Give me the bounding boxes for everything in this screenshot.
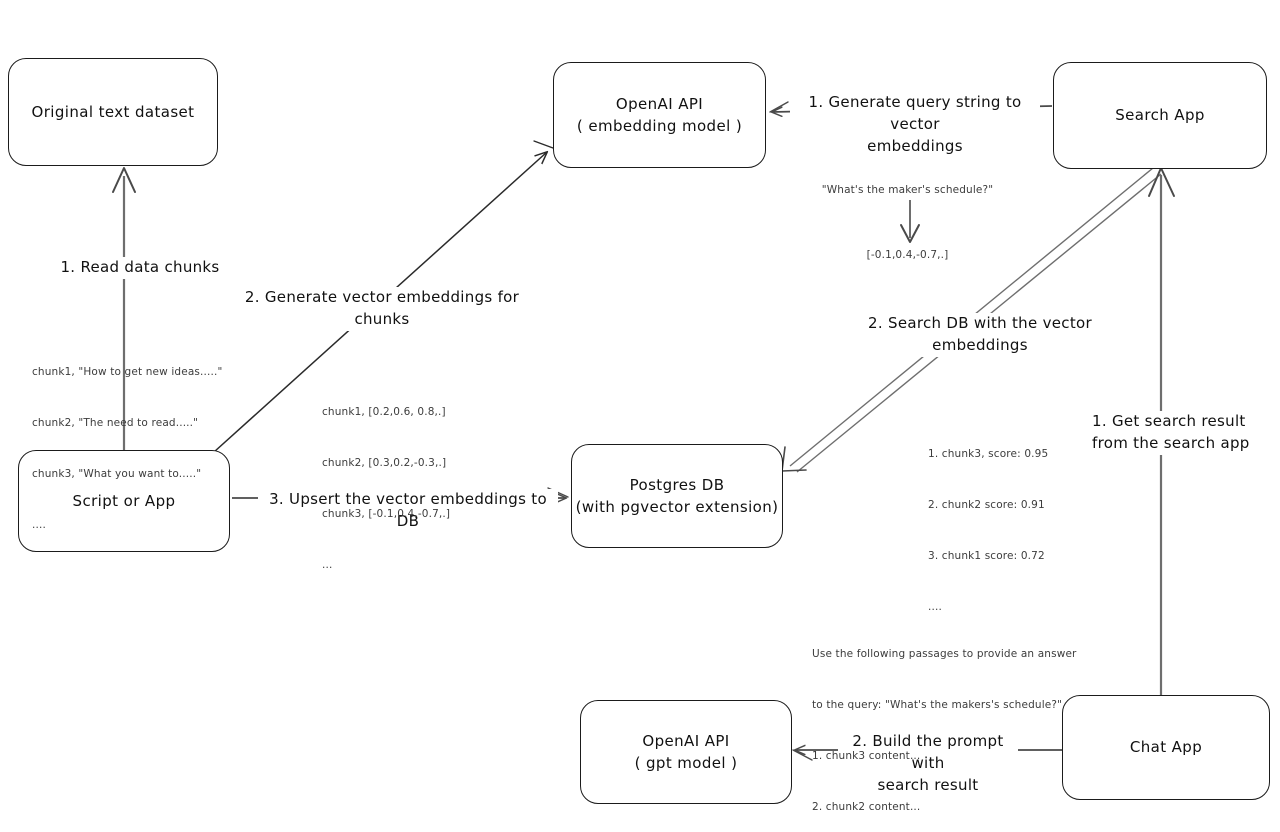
node-search-app-label: Search App xyxy=(1115,106,1205,125)
note-embeddings-sample-line-3: chunk3, [-0.1,0.4,-0.7,.] xyxy=(322,508,451,520)
node-openai-gpt-api-line2: ( gpt model ) xyxy=(634,754,738,772)
note-search-results-line-3: 3. chunk1 score: 0.72 xyxy=(928,550,1045,562)
node-postgres-db-line2: (with pgvector extension) xyxy=(575,498,779,516)
query-embedding-arrow xyxy=(900,200,920,243)
note-chunks-sample-line-3: chunk3, "What you want to....." xyxy=(32,468,202,480)
edge-label-generate-query-embeddings-line2: embeddings xyxy=(867,136,963,155)
node-original-text-dataset-label: Original text dataset xyxy=(31,102,195,121)
edge-label-get-search-result-line2: from the search app xyxy=(1092,433,1250,452)
note-search-results-line-1: 1. chunk3, score: 0.95 xyxy=(928,448,1049,460)
edge-label-get-search-result-line1: 1. Get search result xyxy=(1092,412,1246,430)
node-original-text-dataset[interactable]: Original text dataset xyxy=(8,58,218,166)
note-search-results-line-4: .... xyxy=(928,601,942,613)
node-openai-embedding-api[interactable]: OpenAI API ( embedding model ) xyxy=(553,62,766,168)
note-chunks-sample-line-2: chunk2, "The need to read....." xyxy=(32,417,199,429)
note-query-string: "What's the maker's schedule?" xyxy=(821,184,994,196)
edge-label-build-prompt: 2. Build the prompt with search result xyxy=(838,731,1018,797)
note-search-results-line-2: 2. chunk2 score: 0.91 xyxy=(928,499,1045,511)
node-postgres-db[interactable]: Postgres DB (with pgvector extension) xyxy=(571,444,783,548)
note-embeddings-sample-line-1: chunk1, [0.2,0.6, 0.8,.] xyxy=(322,406,446,418)
note-prompt-sample-line-1: Use the following passages to provide an… xyxy=(812,648,1077,660)
edge-label-build-prompt-line1: 2. Build the prompt with xyxy=(852,732,1004,772)
note-prompt-sample-line-2: to the query: "What's the makers's sched… xyxy=(812,699,1063,711)
note-embeddings-sample-line-2: chunk2, [0.3,0.2,-0.3,.] xyxy=(322,457,447,469)
note-embeddings-sample: chunk1, [0.2,0.6, 0.8,.] chunk2, [0.3,0.… xyxy=(322,370,450,608)
node-script-or-app-label: Script or App xyxy=(72,491,176,510)
edge-label-generate-vector-embeddings: 2. Generate vector embeddings for chunks xyxy=(232,287,532,331)
node-chat-app-label: Chat App xyxy=(1129,738,1203,757)
edge-label-get-search-result: 1. Get search result from the search app xyxy=(1092,411,1262,455)
node-openai-embedding-api-line1: OpenAI API xyxy=(615,94,704,113)
edge-label-search-db-with-embeddings: 2. Search DB with the vector embeddings xyxy=(820,313,1140,357)
edge-label-build-prompt-line2: search result xyxy=(877,775,979,794)
edge-label-generate-query-embeddings-line1: 1. Generate query string to vector xyxy=(808,93,1022,133)
node-openai-embedding-api-line2: ( embedding model ) xyxy=(576,117,743,135)
node-openai-gpt-api[interactable]: OpenAI API ( gpt model ) xyxy=(580,700,792,804)
note-embeddings-sample-line-4: ... xyxy=(322,559,333,571)
note-chunks-sample: chunk1, "How to get new ideas....." chun… xyxy=(32,330,222,568)
edge-label-upsert-to-db: 3. Upsert the vector embeddings to DB xyxy=(258,489,558,533)
node-search-app[interactable]: Search App xyxy=(1053,62,1267,169)
node-postgres-db-line1: Postgres DB xyxy=(629,475,725,494)
note-query-vector: [-0.1,0.4,-0.7,.] xyxy=(866,249,949,261)
node-script-or-app[interactable]: Script or App xyxy=(18,450,230,552)
note-chunks-sample-line-4: .... xyxy=(32,519,46,531)
note-prompt-sample: Use the following passages to provide an… xyxy=(812,612,1077,832)
node-chat-app[interactable]: Chat App xyxy=(1062,695,1270,800)
note-chunks-sample-line-1: chunk1, "How to get new ideas....." xyxy=(32,366,223,378)
note-prompt-sample-line-3: 1. chunk3 content... xyxy=(812,750,921,762)
node-openai-gpt-api-line1: OpenAI API xyxy=(642,731,730,750)
edge-label-read-data-chunks: 1. Read data chunks xyxy=(50,257,230,279)
edge-label-generate-query-embeddings: 1. Generate query string to vector embed… xyxy=(790,92,1040,158)
note-prompt-sample-line-4: 2. chunk2 content... xyxy=(812,801,921,813)
